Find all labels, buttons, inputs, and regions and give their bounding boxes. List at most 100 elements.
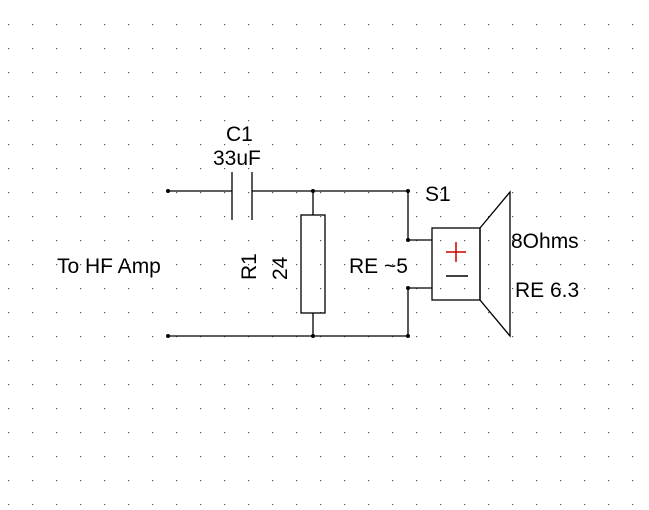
grid-dot <box>80 336 82 338</box>
grid-dot <box>464 168 466 170</box>
grid-dot <box>128 288 130 290</box>
grid-dot <box>32 96 34 98</box>
grid-dot <box>608 264 610 266</box>
grid-dot <box>464 48 466 50</box>
grid-dot <box>32 408 34 410</box>
grid-dot <box>200 72 202 74</box>
grid-dot <box>368 288 370 290</box>
grid-dot <box>368 72 370 74</box>
grid-dot <box>248 96 250 98</box>
grid-dot <box>368 192 370 194</box>
grid-dot <box>584 432 586 434</box>
grid-dot <box>488 192 490 194</box>
input-label: To HF Amp <box>57 255 161 278</box>
grid-dot <box>488 216 490 218</box>
grid-dot <box>608 384 610 386</box>
grid-dot <box>128 384 130 386</box>
grid-dot <box>80 408 82 410</box>
grid-dot <box>80 96 82 98</box>
grid-dot <box>8 312 10 314</box>
grid-dot <box>32 72 34 74</box>
grid-dot <box>272 144 274 146</box>
grid-dot <box>608 240 610 242</box>
grid-dot <box>224 72 226 74</box>
grid-dot <box>272 48 274 50</box>
grid-dot <box>128 120 130 122</box>
grid-dot <box>272 384 274 386</box>
grid-dot <box>368 48 370 50</box>
grid-dot <box>32 312 34 314</box>
grid-dot <box>296 96 298 98</box>
grid-dot <box>488 360 490 362</box>
grid-dot <box>440 264 442 266</box>
grid-dot <box>320 240 322 242</box>
grid-dot <box>584 120 586 122</box>
grid-dot <box>296 216 298 218</box>
grid-dot <box>152 336 154 338</box>
grid-dot <box>104 216 106 218</box>
grid-dot <box>224 480 226 482</box>
grid-dot <box>416 336 418 338</box>
grid-dot <box>56 96 58 98</box>
grid-dot <box>80 72 82 74</box>
grid-dot <box>512 408 514 410</box>
grid-dot <box>152 168 154 170</box>
grid-dot <box>512 480 514 482</box>
grid-dot <box>104 336 106 338</box>
r1-ref-label: R1 <box>238 253 261 280</box>
grid-dot <box>344 360 346 362</box>
grid-dot <box>440 168 442 170</box>
grid-dot <box>344 312 346 314</box>
grid-dot <box>248 72 250 74</box>
grid-dot <box>320 120 322 122</box>
grid-dot <box>200 456 202 458</box>
grid-dot <box>32 432 34 434</box>
grid-dot <box>440 288 442 290</box>
grid-dot <box>176 192 178 194</box>
grid-dot <box>104 192 106 194</box>
grid-dot <box>56 216 58 218</box>
grid-dot <box>80 24 82 26</box>
grid-dot <box>224 96 226 98</box>
grid-dot <box>8 264 10 266</box>
grid-dot <box>8 240 10 242</box>
grid-dot <box>560 288 562 290</box>
grid-dot <box>32 384 34 386</box>
grid-dot <box>440 456 442 458</box>
grid-dot <box>344 96 346 98</box>
grid-dot <box>56 408 58 410</box>
s1-ref-label: S1 <box>425 183 451 206</box>
grid-dot <box>152 48 154 50</box>
grid-dot <box>584 240 586 242</box>
s1-impedance-label: 8Ohms <box>511 230 579 253</box>
grid-dot <box>56 480 58 482</box>
grid-dot <box>80 144 82 146</box>
grid-dot <box>104 144 106 146</box>
grid-dot <box>272 192 274 194</box>
grid-dot <box>512 96 514 98</box>
grid-dot <box>464 360 466 362</box>
grid-dot <box>368 240 370 242</box>
c1-value-label: 33uF <box>213 147 261 170</box>
grid-dot <box>632 216 634 218</box>
grid-dot <box>104 72 106 74</box>
grid-dot <box>464 432 466 434</box>
grid-dot <box>152 408 154 410</box>
grid-dot <box>512 432 514 434</box>
grid-dot <box>536 336 538 338</box>
grid-dot <box>512 384 514 386</box>
grid-dot <box>224 360 226 362</box>
grid-dot <box>584 408 586 410</box>
grid-dot <box>176 24 178 26</box>
grid-dot <box>200 96 202 98</box>
grid-dot <box>344 384 346 386</box>
grid-dot <box>608 408 610 410</box>
grid-dot <box>224 48 226 50</box>
grid-dot <box>56 120 58 122</box>
grid-dot <box>512 48 514 50</box>
grid-dot <box>440 360 442 362</box>
grid-dot <box>248 24 250 26</box>
grid-dot <box>32 24 34 26</box>
grid-dot <box>104 96 106 98</box>
grid-dot <box>488 120 490 122</box>
